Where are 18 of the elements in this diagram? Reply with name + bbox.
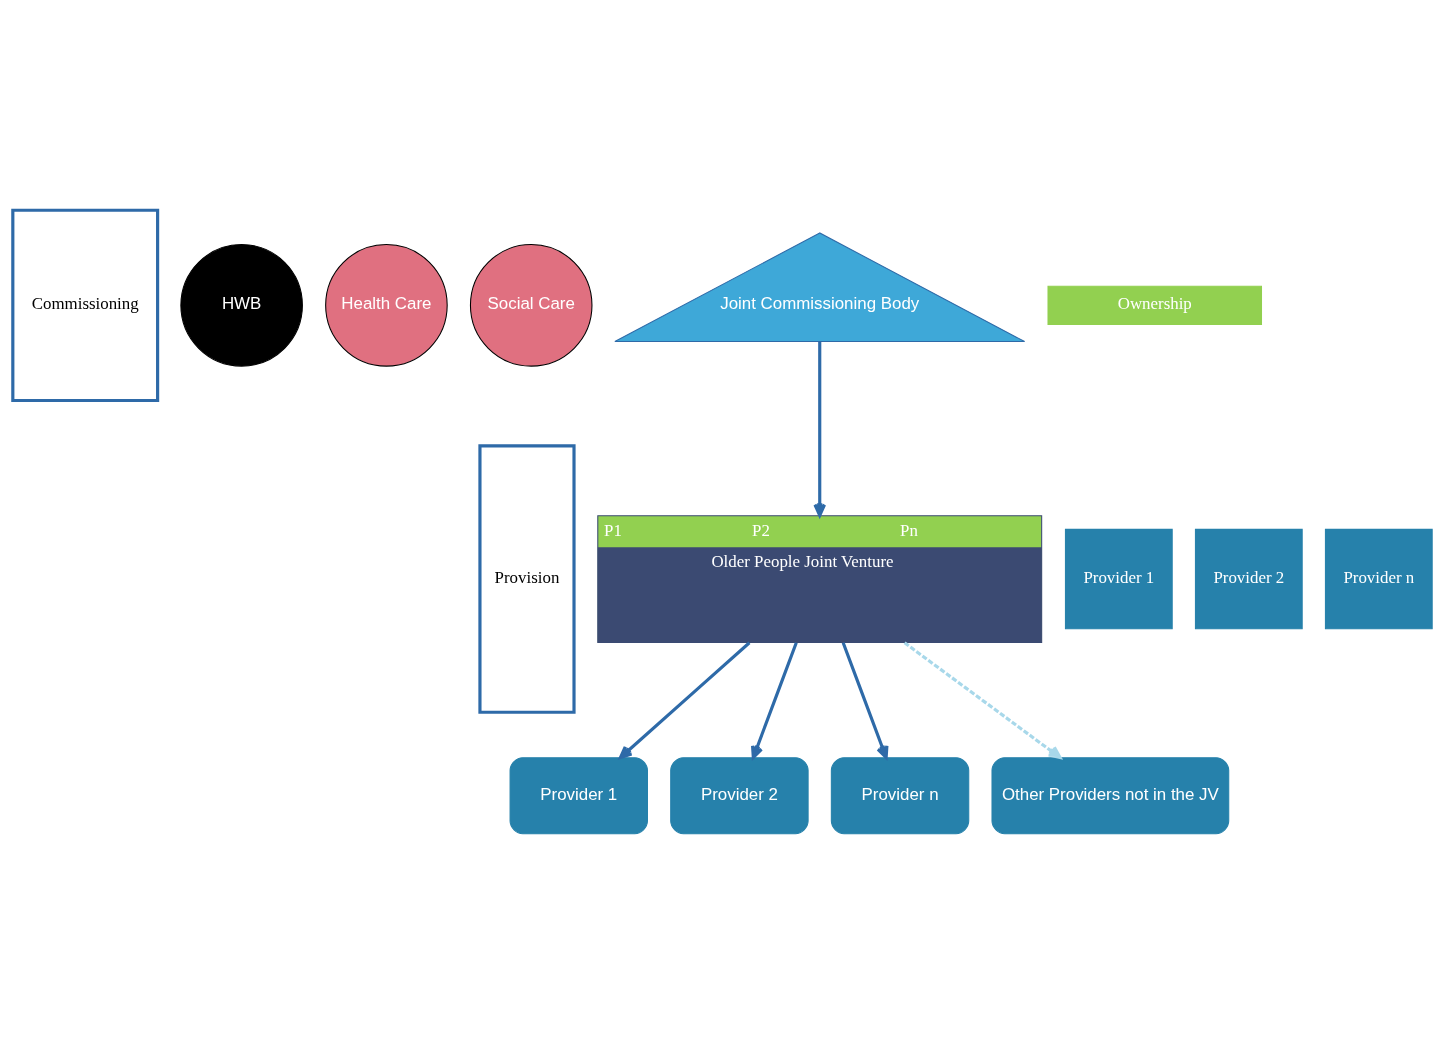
node-box: Provider 2 [670, 757, 809, 835]
node-box: Provision [478, 444, 576, 714]
node-circle: HWB [180, 244, 303, 367]
node-box: Provider 2 [1194, 528, 1303, 630]
arrow [903, 641, 1062, 760]
node-box: Commissioning [11, 208, 160, 403]
arrow [618, 641, 751, 760]
arrow [841, 642, 889, 760]
arrow [813, 341, 827, 517]
node-box: Provider n [830, 757, 970, 835]
node-box: Provider n [1324, 528, 1433, 630]
node-circle: Social Care [469, 244, 593, 367]
node-box: Other Providers not in the JV [991, 757, 1230, 835]
node-circle: Health Care [325, 244, 448, 367]
node-box: Provider 1 [509, 757, 648, 835]
arrow [751, 642, 798, 760]
node-box: Ownership [1047, 285, 1263, 325]
node-box: Provider 1 [1064, 528, 1173, 630]
